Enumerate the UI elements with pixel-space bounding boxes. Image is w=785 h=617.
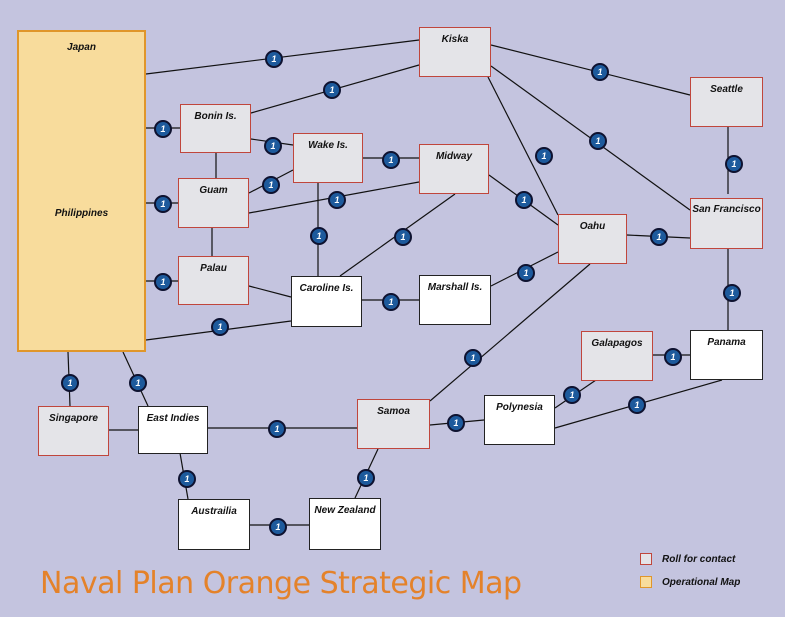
location-midway-label: Midway (435, 151, 473, 162)
location-marshall[interactable]: Marshall Is. (419, 275, 491, 325)
cost-badge-bonin-kiska[interactable]: 1 (323, 81, 341, 99)
location-bonin-label: Bonin Is. (194, 111, 237, 122)
legend-contact-label: Roll for contact (662, 553, 736, 565)
location-singapore[interactable]: Singapore (38, 406, 109, 456)
location-wake-label: Wake Is. (308, 140, 348, 151)
cost-badge-wake-caroline[interactable]: 1 (310, 227, 328, 245)
location-new-zealand-label: New Zealand (314, 505, 376, 516)
location-oahu-label: Oahu (579, 221, 606, 232)
location-panama-label: Panama (707, 337, 746, 348)
location-guam[interactable]: Guam (178, 178, 249, 228)
location-seattle-label: Seattle (710, 84, 743, 95)
japan-label: Japan (67, 42, 96, 53)
cost-badge-midway-caroline[interactable]: 1 (394, 228, 412, 246)
legend-operational-swatch (640, 576, 652, 588)
location-samoa-label: Samoa (377, 406, 410, 417)
operational-map-japan-philippines[interactable]: Japan Philippines (17, 30, 146, 352)
map-title: Naval Plan Orange Strategic Map (40, 566, 522, 601)
cost-badge-kiska-seattle[interactable]: 1 (591, 63, 609, 81)
location-australia-label: Austrailia (191, 506, 237, 517)
location-new-zealand[interactable]: New Zealand (309, 498, 381, 550)
location-palau[interactable]: Palau (178, 256, 249, 305)
cost-badge-japan-kiska[interactable]: 1 (265, 50, 283, 68)
location-midway[interactable]: Midway (419, 144, 489, 194)
location-marshall-label: Marshall Is. (427, 282, 483, 293)
cost-badge-wake-midway[interactable]: 1 (382, 151, 400, 169)
location-san-francisco[interactable]: San Francisco (690, 198, 763, 249)
location-caroline-label: Caroline Is. (299, 283, 354, 294)
link-kiska-oahu (487, 76, 559, 216)
cost-badge-philippines-caroline[interactable]: 1 (211, 318, 229, 336)
location-caroline[interactable]: Caroline Is. (291, 276, 362, 327)
location-san-francisco-label: San Francisco (692, 204, 761, 215)
philippines-label: Philippines (54, 208, 109, 219)
cost-badge-sanfrancisco-panama[interactable]: 1 (723, 284, 741, 302)
location-east-indies-label: East Indies (146, 413, 200, 424)
cost-badge-oahu-samoa[interactable]: 1 (464, 349, 482, 367)
cost-badge-panama-polynesia[interactable]: 1 (628, 396, 646, 414)
link-kiska-seattle (490, 44, 691, 96)
cost-badge-seattle-sanfrancisco[interactable]: 1 (725, 155, 743, 173)
cost-badge-galapagos-panama[interactable]: 1 (664, 348, 682, 366)
link-oahu-samoa (429, 263, 591, 402)
location-wake[interactable]: Wake Is. (293, 133, 363, 183)
location-oahu[interactable]: Oahu (558, 214, 627, 264)
cost-badge-philippines-guam[interactable]: 1 (154, 195, 172, 213)
cost-badge-philippines-eastindies[interactable]: 1 (129, 374, 147, 392)
legend-operational: Operational Map (640, 576, 740, 588)
cost-badge-philippines-singapore[interactable]: 1 (61, 374, 79, 392)
cost-badge-marshall-oahu[interactable]: 1 (517, 264, 535, 282)
legend-contact: Roll for contact (640, 553, 735, 565)
legend-contact-swatch (640, 553, 652, 565)
cost-badge-guam-midway[interactable]: 1 (328, 191, 346, 209)
location-palau-label: Palau (200, 263, 227, 274)
cost-badge-eastindies-samoa[interactable]: 1 (268, 420, 286, 438)
location-galapagos[interactable]: Galapagos (581, 331, 653, 381)
cost-badge-eastindies-australia[interactable]: 1 (178, 470, 196, 488)
cost-badge-kiska-oahu[interactable]: 1 (535, 147, 553, 165)
location-panama[interactable]: Panama (690, 330, 763, 380)
legend-operational-label: Operational Map (662, 576, 741, 588)
cost-badge-guam-wake[interactable]: 1 (262, 176, 280, 194)
location-samoa[interactable]: Samoa (357, 399, 430, 449)
location-guam-label: Guam (199, 185, 228, 196)
cost-badge-philippines-bonin[interactable]: 1 (154, 120, 172, 138)
link-palau-caroline (248, 285, 292, 298)
cost-badge-caroline-marshall[interactable]: 1 (382, 293, 400, 311)
location-polynesia-label: Polynesia (496, 402, 543, 413)
cost-badge-midway-oahu[interactable]: 1 (515, 191, 533, 209)
cost-badge-oahu-sanfrancisco[interactable]: 1 (650, 228, 668, 246)
location-seattle[interactable]: Seattle (690, 77, 763, 127)
cost-badge-galapagos-polynesia[interactable]: 1 (563, 386, 581, 404)
location-australia[interactable]: Austrailia (178, 499, 250, 550)
cost-badge-samoa-polynesia[interactable]: 1 (447, 414, 465, 432)
cost-badge-kiska-sanfrancisco[interactable]: 1 (589, 132, 607, 150)
location-bonin[interactable]: Bonin Is. (180, 104, 251, 153)
location-galapagos-label: Galapagos (591, 338, 643, 349)
location-polynesia[interactable]: Polynesia (484, 395, 555, 445)
cost-badge-philippines-palau[interactable]: 1 (154, 273, 172, 291)
cost-badge-australia-newzealand[interactable]: 1 (269, 518, 287, 536)
location-east-indies[interactable]: East Indies (138, 406, 208, 454)
cost-badge-samoa-newzealand[interactable]: 1 (357, 469, 375, 487)
cost-badge-bonin-wake[interactable]: 1 (264, 137, 282, 155)
location-kiska[interactable]: Kiska (419, 27, 491, 77)
location-singapore-label: Singapore (49, 413, 98, 424)
location-kiska-label: Kiska (441, 34, 469, 45)
